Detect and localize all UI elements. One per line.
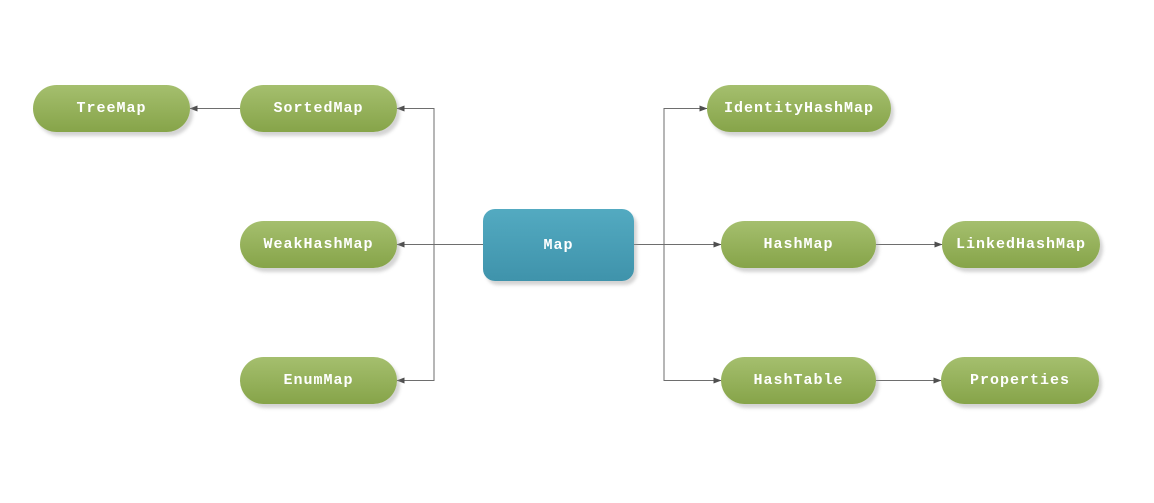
node-label: HashMap — [763, 236, 834, 253]
node-weakhashmap[interactable]: WeakHashMap — [240, 221, 397, 268]
node-hashmap[interactable]: HashMap — [721, 221, 876, 268]
node-label: WeakHashMap — [263, 236, 374, 253]
node-enummap[interactable]: EnumMap — [240, 357, 397, 404]
node-label: IdentityHashMap — [723, 100, 875, 117]
node-treemap[interactable]: TreeMap — [33, 85, 190, 132]
node-sortedmap[interactable]: SortedMap — [240, 85, 397, 132]
node-label: HashTable — [753, 372, 844, 389]
node-label: Map — [543, 236, 574, 254]
node-hashtable[interactable]: HashTable — [721, 357, 876, 404]
edge-map-enummap — [396, 244, 483, 384]
node-label: EnumMap — [283, 372, 354, 389]
node-label: TreeMap — [76, 100, 147, 117]
node-label: Properties — [969, 372, 1070, 389]
edge-map-hashtable — [634, 244, 722, 384]
node-linkedhashmap[interactable]: LinkedHashMap — [942, 221, 1100, 268]
node-map[interactable]: Map — [483, 209, 634, 281]
node-label: SortedMap — [273, 100, 364, 117]
node-properties[interactable]: Properties — [941, 357, 1099, 404]
node-identityhashmap[interactable]: IdentityHashMap — [707, 85, 891, 132]
edge-map-identityhashmap — [634, 105, 708, 245]
edge-map-sortedmap — [396, 105, 483, 245]
node-label: LinkedHashMap — [955, 236, 1087, 253]
